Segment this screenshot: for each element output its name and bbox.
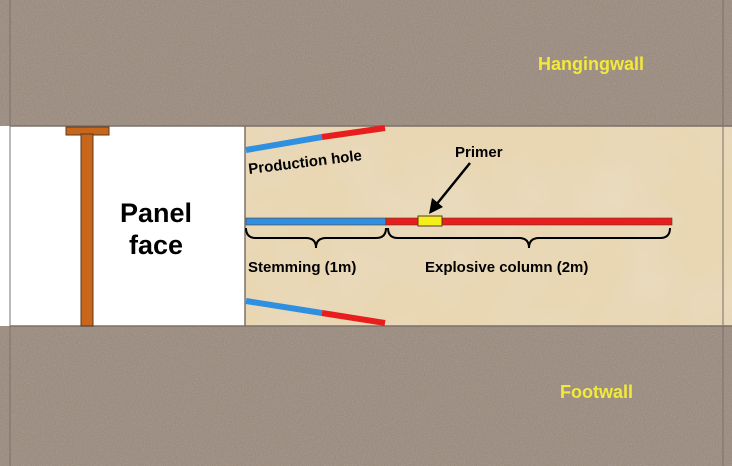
primer-arrow-shaft (435, 162, 471, 206)
hangingwall-rock (0, 0, 732, 126)
support-prop (80, 133, 94, 327)
explosive-column-label: Explosive column (2m) (425, 259, 588, 276)
panel-face-area (10, 126, 245, 326)
stemming-brace (245, 227, 387, 249)
panel-face-label-line1: Panel (120, 198, 192, 228)
upper-hole-explosive (321, 125, 386, 140)
ore-zone (245, 126, 732, 326)
lower-hole-stemming (245, 298, 323, 316)
panel-face-label-line2: face (129, 230, 183, 260)
footwall-label: Footwall (560, 382, 633, 402)
main-hole-explosive (385, 217, 673, 226)
explosive-column-brace (387, 227, 671, 249)
hangingwall-label: Hangingwall (538, 54, 644, 74)
lower-hole-explosive (321, 310, 386, 326)
footwall-rock (0, 326, 732, 466)
primer-arrow-head (429, 198, 443, 214)
primer-cartridge (417, 215, 443, 227)
primer-label: Primer (455, 144, 503, 161)
upper-hole-stemming (245, 134, 323, 153)
main-hole-stemming (245, 217, 387, 226)
stemming-label: Stemming (1m) (248, 259, 356, 276)
